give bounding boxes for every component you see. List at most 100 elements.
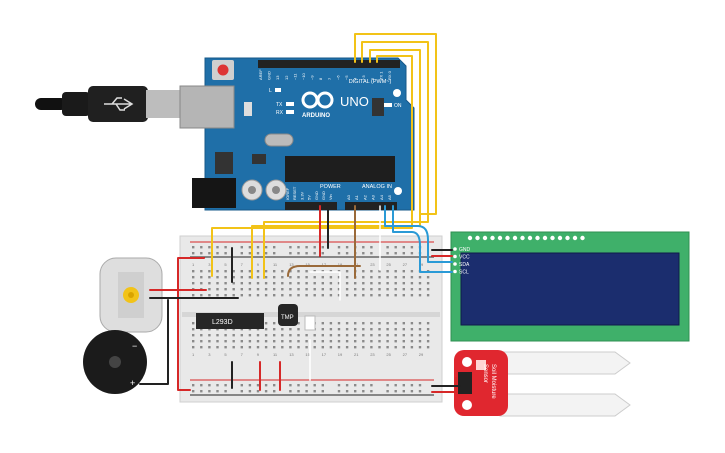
breadboard-hole: [418, 390, 422, 393]
breadboard-hole: [426, 322, 430, 325]
breadboard-hole: [313, 340, 316, 343]
breadboard-hole: [256, 252, 260, 255]
breadboard-hole: [329, 340, 333, 343]
breadboard-hole: [362, 322, 365, 325]
breadboard-hole: [297, 346, 300, 349]
column-number: 17: [322, 262, 327, 267]
column-number: 21: [354, 352, 359, 357]
breadboard-hole: [224, 288, 227, 291]
breadboard-hole: [370, 346, 373, 349]
breadboard-hole: [362, 384, 365, 387]
analog-header: [345, 202, 397, 210]
lcd-pin: [453, 247, 457, 251]
wire-blue-sda: [384, 205, 453, 263]
lcd-pin: [453, 262, 457, 266]
breadboard-hole: [337, 288, 341, 291]
breadboard-hole: [305, 288, 308, 291]
lcd-header-pins: [467, 235, 585, 241]
breadboard-hole: [216, 328, 219, 331]
breadboard-hole: [418, 276, 422, 279]
breadboard-hole: [410, 328, 414, 331]
breadboard-hole: [402, 270, 405, 273]
breadboard-hole: [297, 252, 300, 255]
breadboard-hole: [426, 294, 430, 297]
breadboard-hole: [232, 276, 235, 279]
l-led-label: L: [269, 88, 272, 94]
moisture-label-line1: Soil Moisture: [490, 364, 496, 399]
lcd-pin: [453, 269, 457, 274]
breadboard-hole: [370, 276, 373, 279]
breadboard-holes: [192, 246, 430, 393]
breadboard-hole: [386, 384, 389, 387]
breadboard-hole: [305, 334, 308, 337]
breadboard-hole: [362, 252, 365, 255]
breadboard-hole: [354, 294, 357, 297]
breadboard-hole: [321, 288, 324, 291]
digital-pin-label: 7: [327, 77, 332, 80]
breadboard-hole: [200, 252, 203, 255]
breadboard-hole: [224, 384, 227, 387]
breadboard-hole: [410, 346, 414, 349]
breadboard-hole: [192, 252, 195, 255]
breadboard-hole: [386, 322, 389, 325]
breadboard-hole: [410, 288, 414, 291]
breadboard-hole: [394, 328, 397, 331]
lcd-header-pin: [475, 235, 480, 241]
breadboard-hole: [305, 340, 308, 343]
breadboard-hole: [321, 252, 324, 255]
arduino-infinity-icon: [301, 91, 334, 109]
breadboard-hole: [208, 288, 211, 291]
breadboard-hole: [386, 282, 389, 285]
lcd-pin-label: SCL: [459, 270, 469, 276]
analog-pin-label: A2: [362, 194, 367, 200]
breadboard-hole: [240, 328, 243, 331]
breadboard-hole: [208, 252, 211, 255]
column-number: 3: [208, 262, 211, 267]
column-number: 1: [192, 352, 195, 357]
breadboard-hole: [297, 270, 300, 273]
wire-red: [177, 257, 205, 391]
breadboard-hole: [216, 276, 219, 279]
breadboard-hole: [345, 328, 349, 331]
breadboard-hole: [216, 294, 219, 297]
driver-chip-label: L293D: [212, 319, 233, 326]
breadboard-hole: [378, 334, 381, 337]
breadboard-hole: [232, 270, 235, 273]
breadboard-hole: [224, 328, 227, 331]
breadboard-hole: [216, 340, 219, 343]
breadboard-hole: [264, 282, 268, 285]
breadboard-hole: [224, 252, 227, 255]
breadboard-hole: [248, 294, 252, 297]
breadboard-hole: [402, 276, 405, 279]
breadboard-hole: [192, 270, 195, 273]
breadboard-hole: [216, 390, 219, 393]
breadboard-hole: [345, 288, 349, 291]
breadboard-hole: [402, 390, 405, 393]
breadboard-hole: [410, 246, 414, 249]
breadboard-hole: [232, 334, 235, 337]
lcd-header-pin: [557, 235, 563, 241]
breadboard-hole: [200, 246, 203, 249]
breadboard-hole: [362, 270, 365, 273]
digital-pin-label: ~5: [344, 75, 349, 80]
breadboard-hole: [426, 334, 430, 337]
breadboard-hole: [264, 334, 268, 337]
breadboard-hole: [426, 288, 430, 291]
breadboard-hole: [394, 322, 397, 325]
column-number: 21: [354, 262, 359, 267]
breadboard-hole: [386, 340, 389, 343]
breadboard-hole: [256, 390, 260, 393]
breadboard-hole: [208, 346, 211, 349]
breadboard-hole: [329, 346, 333, 349]
breadboard-hole: [410, 384, 414, 387]
breadboard-hole: [345, 252, 349, 255]
breadboard-hole: [240, 246, 243, 249]
breadboard-hole: [297, 276, 300, 279]
breadboard-hole: [289, 246, 292, 249]
breadboard-hole: [256, 384, 260, 387]
breadboard-hole: [216, 384, 219, 387]
lcd-pin-label: SDA: [459, 262, 470, 268]
breadboard-hole: [289, 384, 292, 387]
breadboard-hole: [192, 276, 195, 279]
